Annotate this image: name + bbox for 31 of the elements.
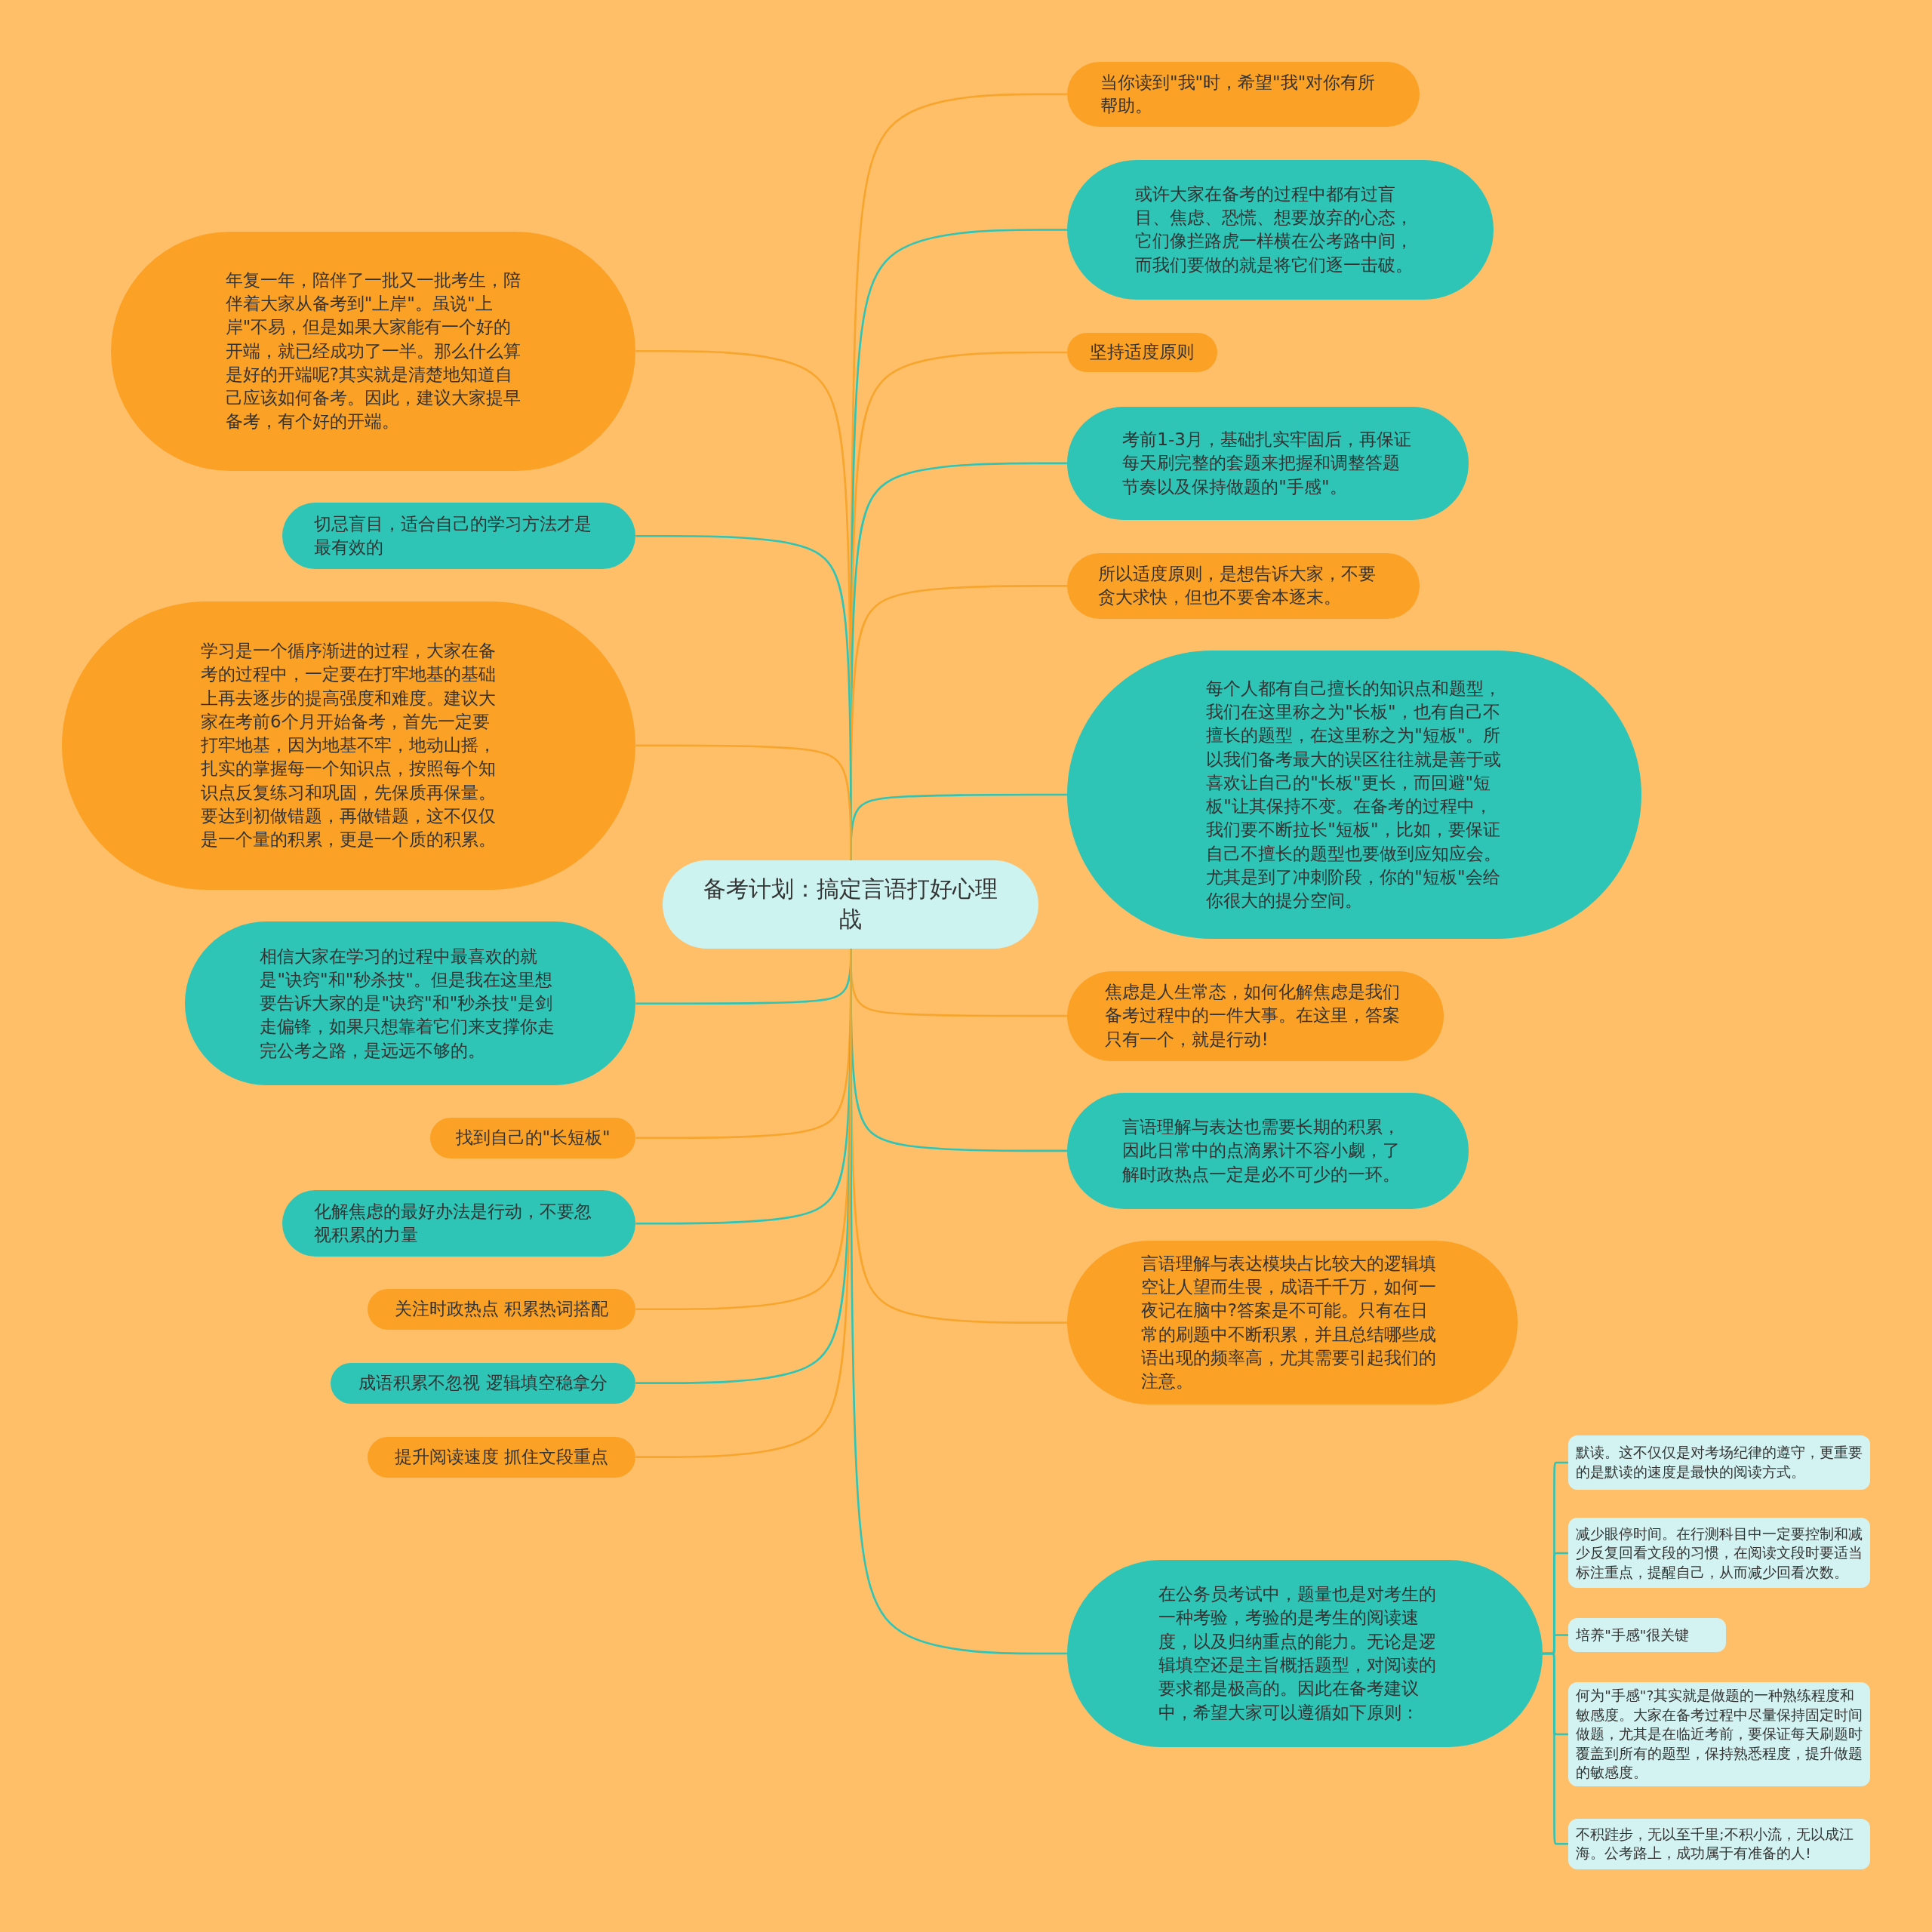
topic-text: 在公务员考试中，题量也是对考生的一种考验，考验的是考生的阅读速度，以及归纳重点的能力。无论是逻辑填空还是主旨概括题型，对阅读的要求都是极高的。因此在备考建议中，希望大家可以遵循如下原则： [1158,1583,1437,1724]
note-card [1568,1617,1727,1653]
note-card [1568,1435,1871,1490]
topic-title: 备考计划：搞定言语打好心理战 [703,874,999,934]
topic-text: 学习是一个循序渐进的过程，大家在备考的过程中，一定要在打牢地基的基础上再去逐步的提高强度和难度。建议大家在考前6个月开始备考，首先一定要打牢地基，因为地基不牢，地动山摇，扎实的掌握每一个知识点，按照每个知识点反复练习和巩固，先保质再保量。要达到初做错题，再做错题，这不仅仅是一个量的积累，更是一个质的积累。 [201,640,497,851]
topic-text: 切忌盲目，适合自己的学习方法才是最有效的 [313,512,592,559]
topic-text: 坚持适度原则 [1090,341,1195,364]
topic-text: 不积跬步，无以至千里;不积小流，无以成江海。公考路上，成功属于有准备的人! [1576,1825,1854,1863]
topic-text: 培养"手感"很关键 [1576,1626,1690,1644]
topic-text: 关注时政热点 积累热词搭配 [394,1298,609,1321]
topic-text: 何为"手感"?其实就是做题的一种熟练程度和敏感度。大家在备考过程中尽量保持固定时间做题，尤其是在临近考前，要保证每天刷题时覆盖到所有的题型，保持熟悉程度，提升做题的敏感度。 [1576,1687,1863,1783]
topic-text: 每个人都有自己擅长的知识点和题型，我们在这里称之为"长板"，也有自己不擅长的题型，在这里称之为"短板"。所以我们备考最大的误区往往就是善于或喜欢让自己的"长板"更长，而回避"短板"让其保持不变。在备考的过程中，我们要不断拉长"短板"，比如，要保证自己不擅长的题型也要做到应知应会。尤其是到了冲刺阶段，你的"短板"会给你很大的提分空间。 [1206,677,1503,912]
topic-text: 提升阅读速度 抓住文段重点 [394,1445,609,1468]
branch-line [635,744,852,860]
topic-text: 化解焦虑的最好办法是行动，不要忽视积累的力量 [313,1200,592,1247]
note-card [1568,1518,1871,1589]
topic-text: 考前1-3月，基础扎实牢固后，再保证每天刷完整的套题来把握和调整答题节奏以及保持做题的"手感"。 [1122,428,1412,498]
topic-text: 默读。这不仅仅是对考场纪律的遵守，更重要的是默读的速度是最快的阅读方式。 [1576,1444,1863,1481]
topic-text: 找到自己的"长短板" [455,1127,611,1149]
topic-text: 言语理解与表达也需要长期的积累，因此日常中的点滴累计不容小觑，了解时政热点一定是必不可少的一环。 [1122,1116,1401,1186]
topic-text: 焦虑是人生常态，如何化解焦虑是我们备考过程中的一件大事。在这里，答案只有一个，就是行动! [1105,981,1401,1051]
topic-text: 减少眼停时间。在行测科目中一定要控制和减少反复回看文段的习惯，在阅读文段时要适当标注重点，提醒自己，从而减少回看次数。 [1576,1524,1863,1582]
topic-text: 言语理解与表达模块占比较大的逻辑填空让人望而生畏，成语千千万，如何一夜记在脑中?答案是不可能。只有在日常的刷题中不断积累，并且总结哪些成语出现的频率高，尤其需要引起我们的注意。 [1140,1252,1437,1393]
topic-text: 成语积累不忽视 逻辑填空稳拿分 [358,1372,608,1394]
topic-text: 当你读到"我"时，希望"我"对你有所帮助。 [1100,71,1377,117]
topic-text: 或许大家在备考的过程中都有过盲目、焦虑、恐慌、想要放弃的心态，它们像拦路虎一样横在公考路中间，而我们要做的就是将它们逐一击破。 [1134,183,1414,276]
note-card [1568,1818,1871,1869]
topic-text: 年复一年，陪伴了一批又一批考生，陪伴着大家从备考到"上岸"。虽说"上岸"不易，但是如果大家能有一个好的开端，就已经成功了一半。那么什么算是好的开端呢?其实就是清楚地知道自己应该如何备考。因此，建议大家提早备考，有个好的开端。 [225,269,521,433]
branch-line [1543,1652,1569,1845]
topic-text: 所以适度原则，是想告诉大家，不要贪大求快，但也不要舍本逐末。 [1097,563,1377,609]
topic-text: 相信大家在学习的过程中最喜欢的就是"诀窍"和"秒杀技"。但是我在这里想要告诉大家的是"诀窍"和"秒杀技"是剑走偏锋，如果只想靠着它们来支撑你走完公考之路，是远远不够的。 [260,945,556,1062]
